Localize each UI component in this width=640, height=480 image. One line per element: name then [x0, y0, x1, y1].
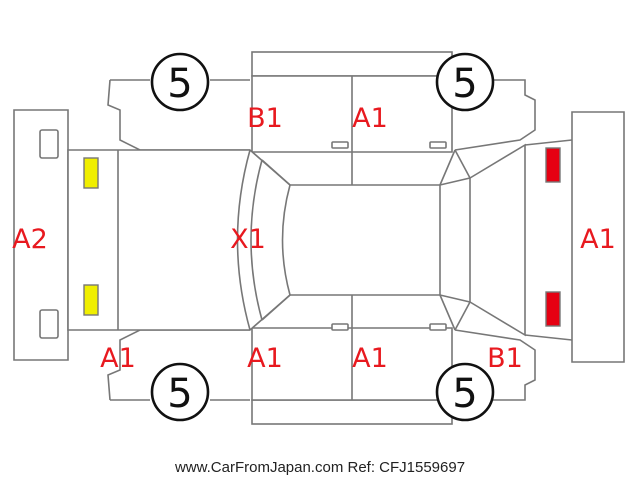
label-bottom-door-rear: A1: [352, 343, 388, 374]
wheel-score: 5: [167, 61, 192, 107]
label-bottom-rear-corner: B1: [487, 343, 523, 374]
label-bottom-front-corner: A1: [100, 343, 136, 374]
wheel-rear-right: 5: [435, 362, 495, 422]
headlight-left: [83, 157, 99, 189]
wheel-score: 5: [452, 371, 477, 417]
label-hood: X1: [230, 224, 266, 255]
wheel-score: 5: [452, 61, 477, 107]
rear-bumper: [571, 111, 625, 363]
footer-reference: www.CarFromJapan.com Ref: CFJ1559697: [174, 459, 465, 476]
front-bumper: [13, 109, 69, 361]
taillight-left: [545, 147, 561, 183]
wheel-front-right: 5: [150, 362, 210, 422]
headlight-right: [83, 284, 99, 316]
wheel-score: 5: [167, 371, 192, 417]
taillight-right: [545, 291, 561, 327]
label-front-bumper: A2: [12, 224, 48, 255]
label-rear-bumper: A1: [580, 224, 616, 255]
car-body-top-view: [67, 139, 573, 341]
label-top-door-rear: A1: [352, 103, 388, 134]
wheel-rear-left: 5: [435, 52, 495, 112]
label-top-door-front: B1: [247, 103, 283, 134]
wheel-front-left: 5: [150, 52, 210, 112]
label-bottom-door-front: A1: [247, 343, 283, 374]
top-side-panels: [107, 51, 536, 185]
